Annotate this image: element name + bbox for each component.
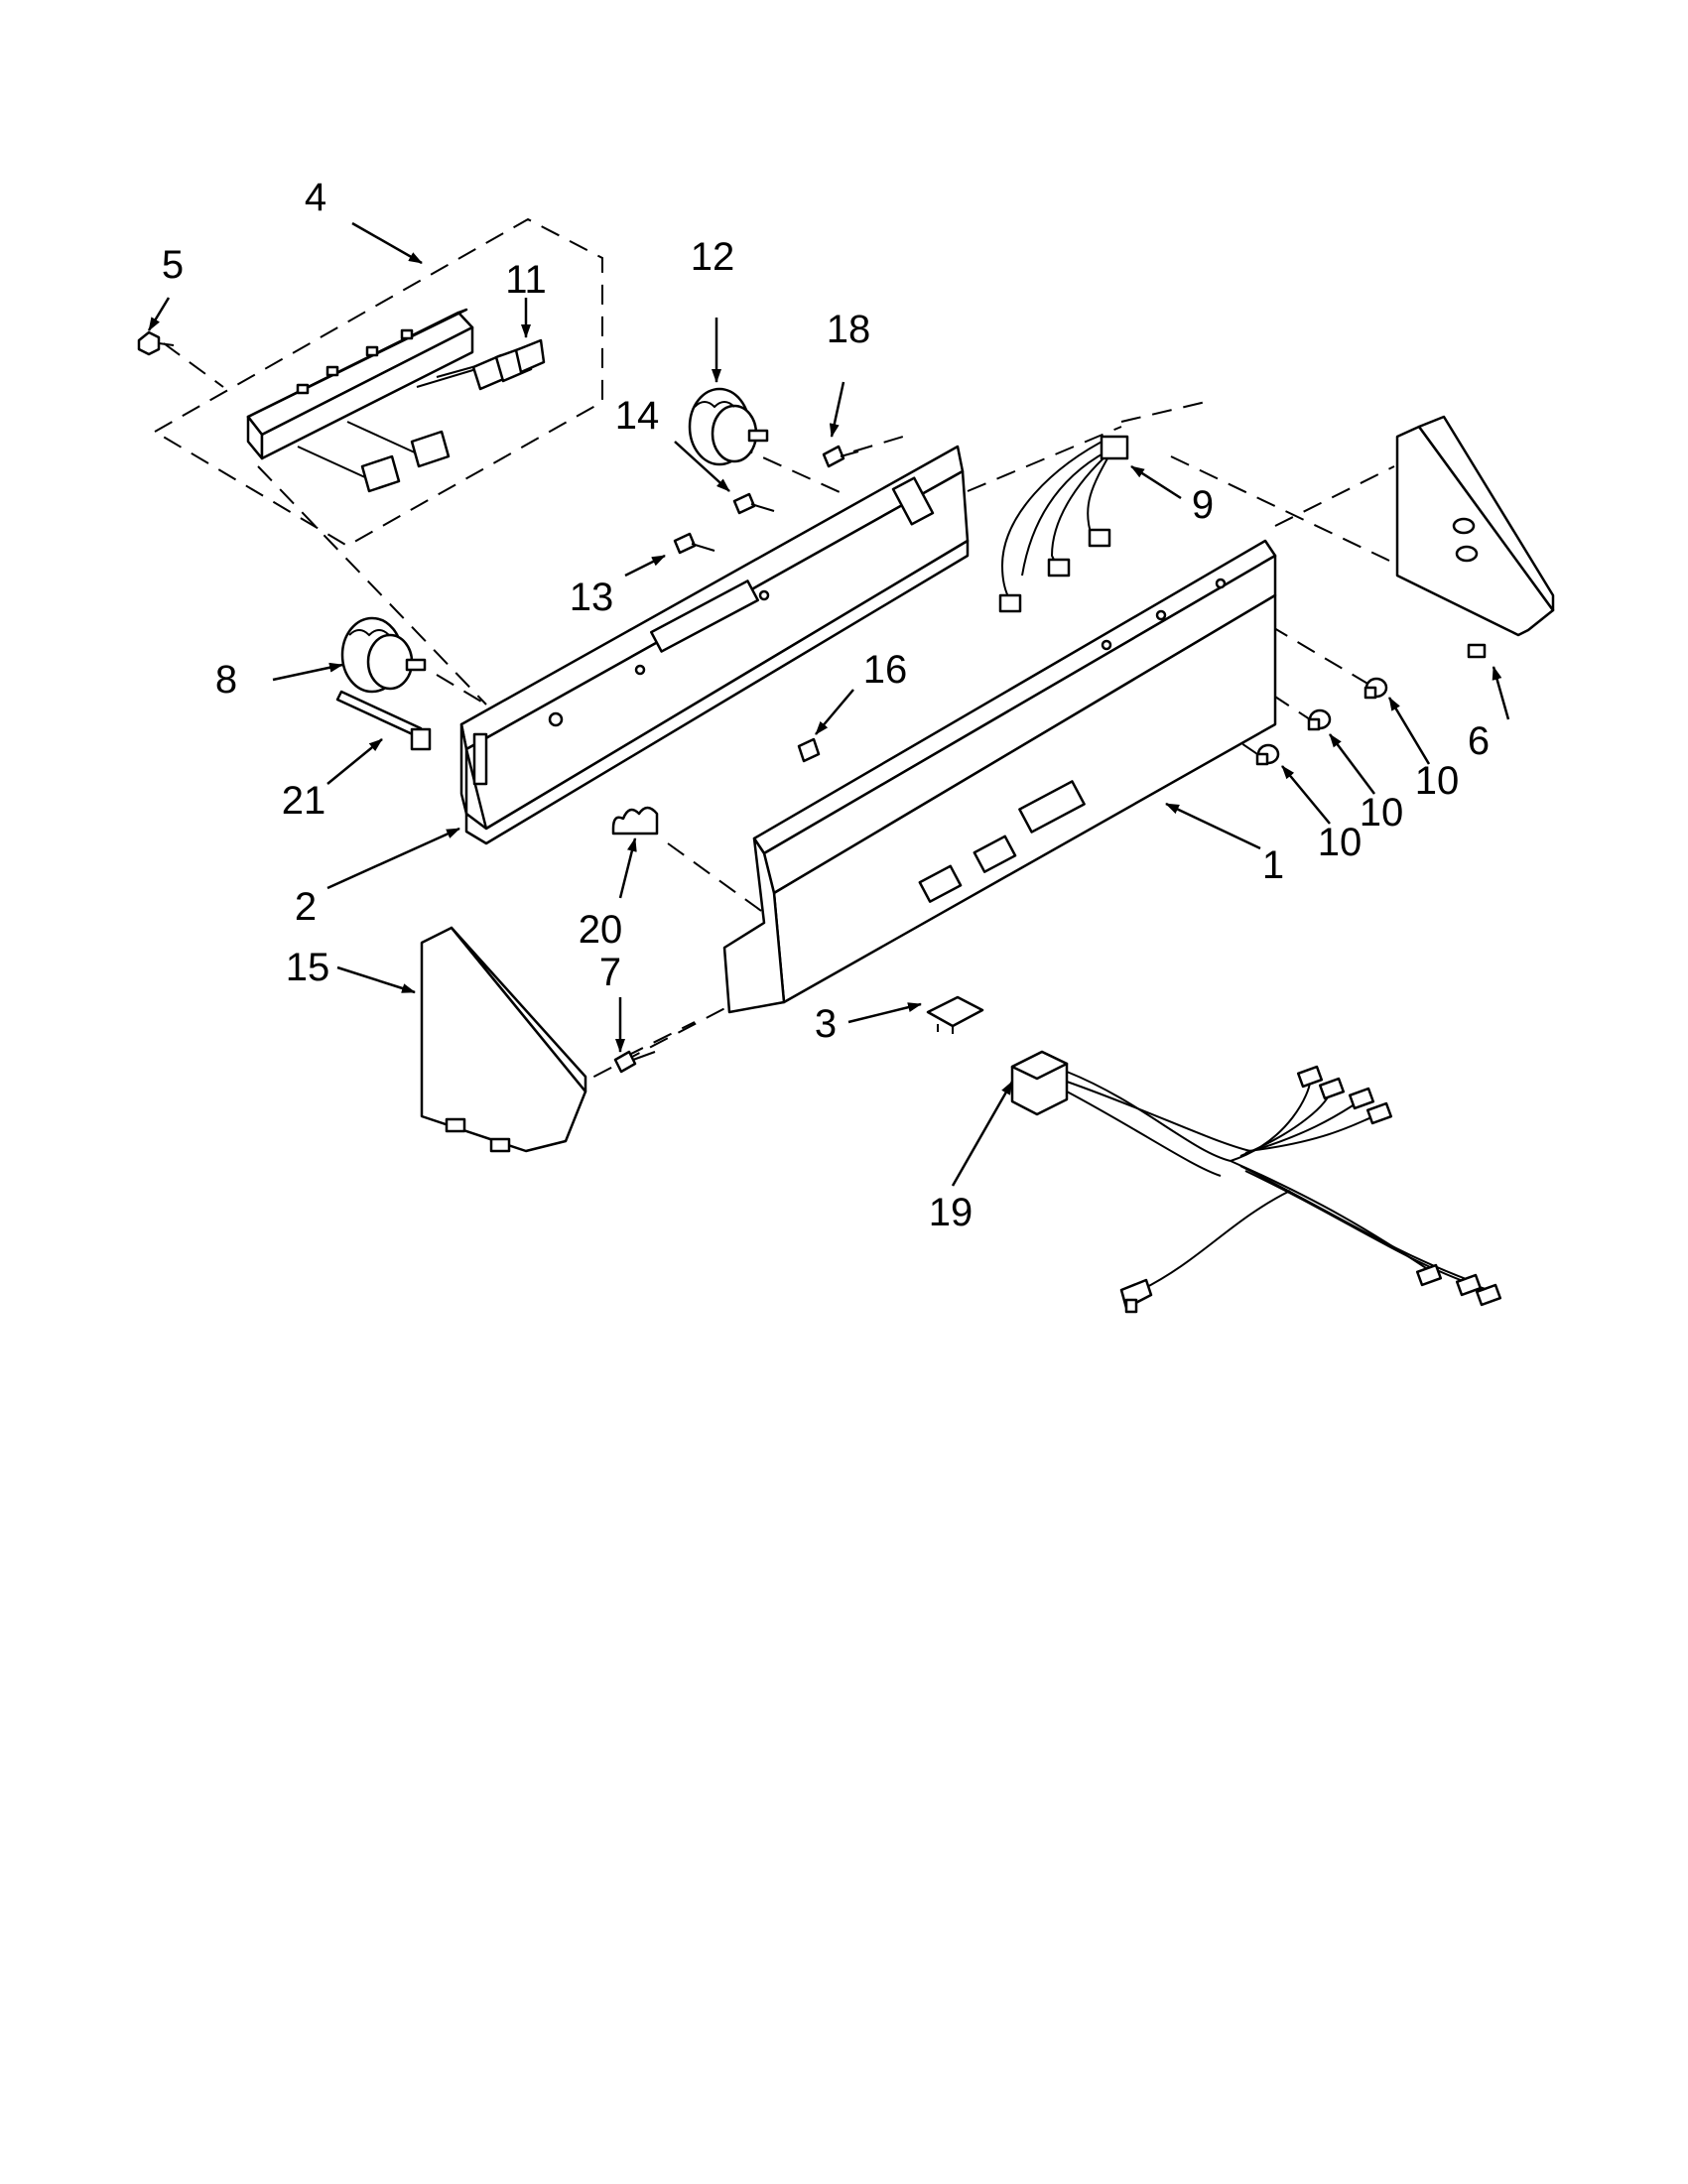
callout-8: 8 bbox=[215, 658, 237, 702]
clip-20 bbox=[611, 806, 659, 835]
screw-18 bbox=[822, 445, 859, 468]
callout-2: 2 bbox=[295, 885, 317, 929]
callout-7: 7 bbox=[599, 951, 621, 994]
switch-assembly bbox=[246, 308, 546, 493]
callout-13: 12 bbox=[691, 235, 735, 279]
callout-16: 15 bbox=[286, 946, 330, 989]
board-3 bbox=[926, 995, 984, 1034]
callout-10-lower: 10 bbox=[1318, 821, 1363, 864]
plug-11 bbox=[1307, 708, 1332, 731]
rotary-control-8 bbox=[340, 616, 427, 694]
callout-5: 5 bbox=[162, 243, 184, 287]
wire-harness-9 bbox=[998, 435, 1129, 613]
right-endcap bbox=[1395, 415, 1555, 659]
callout-10-upper: 10 bbox=[1415, 759, 1460, 803]
screw-15 bbox=[732, 492, 775, 515]
callout-15: 14 bbox=[615, 394, 660, 438]
callout-19: 19 bbox=[929, 1191, 974, 1234]
screw-5 bbox=[137, 330, 175, 356]
callout-12: 11 bbox=[505, 258, 547, 302]
callout-labels: 4 5 11 12 18 14 9 13 8 16 6 10 10 10 21 … bbox=[162, 176, 1490, 1234]
plug-10-upper bbox=[1363, 677, 1388, 700]
callout-leaders bbox=[147, 221, 1510, 1187]
callout-11: 10 bbox=[1360, 791, 1404, 835]
assembly-lines bbox=[153, 217, 1395, 1092]
clip-17 bbox=[797, 737, 821, 763]
tie-strap bbox=[335, 690, 432, 751]
callout-9: 9 bbox=[1192, 483, 1214, 527]
callout-4: 4 bbox=[305, 176, 326, 219]
rotary-control-13 bbox=[688, 387, 769, 466]
screw-14 bbox=[673, 532, 715, 555]
callout-14: 13 bbox=[570, 576, 614, 619]
callout-18: 18 bbox=[827, 308, 871, 351]
callout-1: 1 bbox=[1262, 843, 1284, 887]
callout-3: 3 bbox=[815, 1002, 837, 1046]
plug-10-lower bbox=[1255, 743, 1280, 766]
control-panel bbox=[722, 539, 1277, 1014]
wire-harness-19 bbox=[1010, 1050, 1502, 1314]
callout-17: 16 bbox=[863, 648, 908, 692]
callout-6: 6 bbox=[1468, 719, 1490, 763]
callout-21: 21 bbox=[282, 779, 326, 823]
control-bracket bbox=[459, 445, 970, 845]
left-endcap bbox=[420, 926, 587, 1153]
callout-20: 20 bbox=[579, 908, 623, 952]
screw-7 bbox=[613, 1050, 656, 1074]
button-cap bbox=[360, 338, 546, 493]
